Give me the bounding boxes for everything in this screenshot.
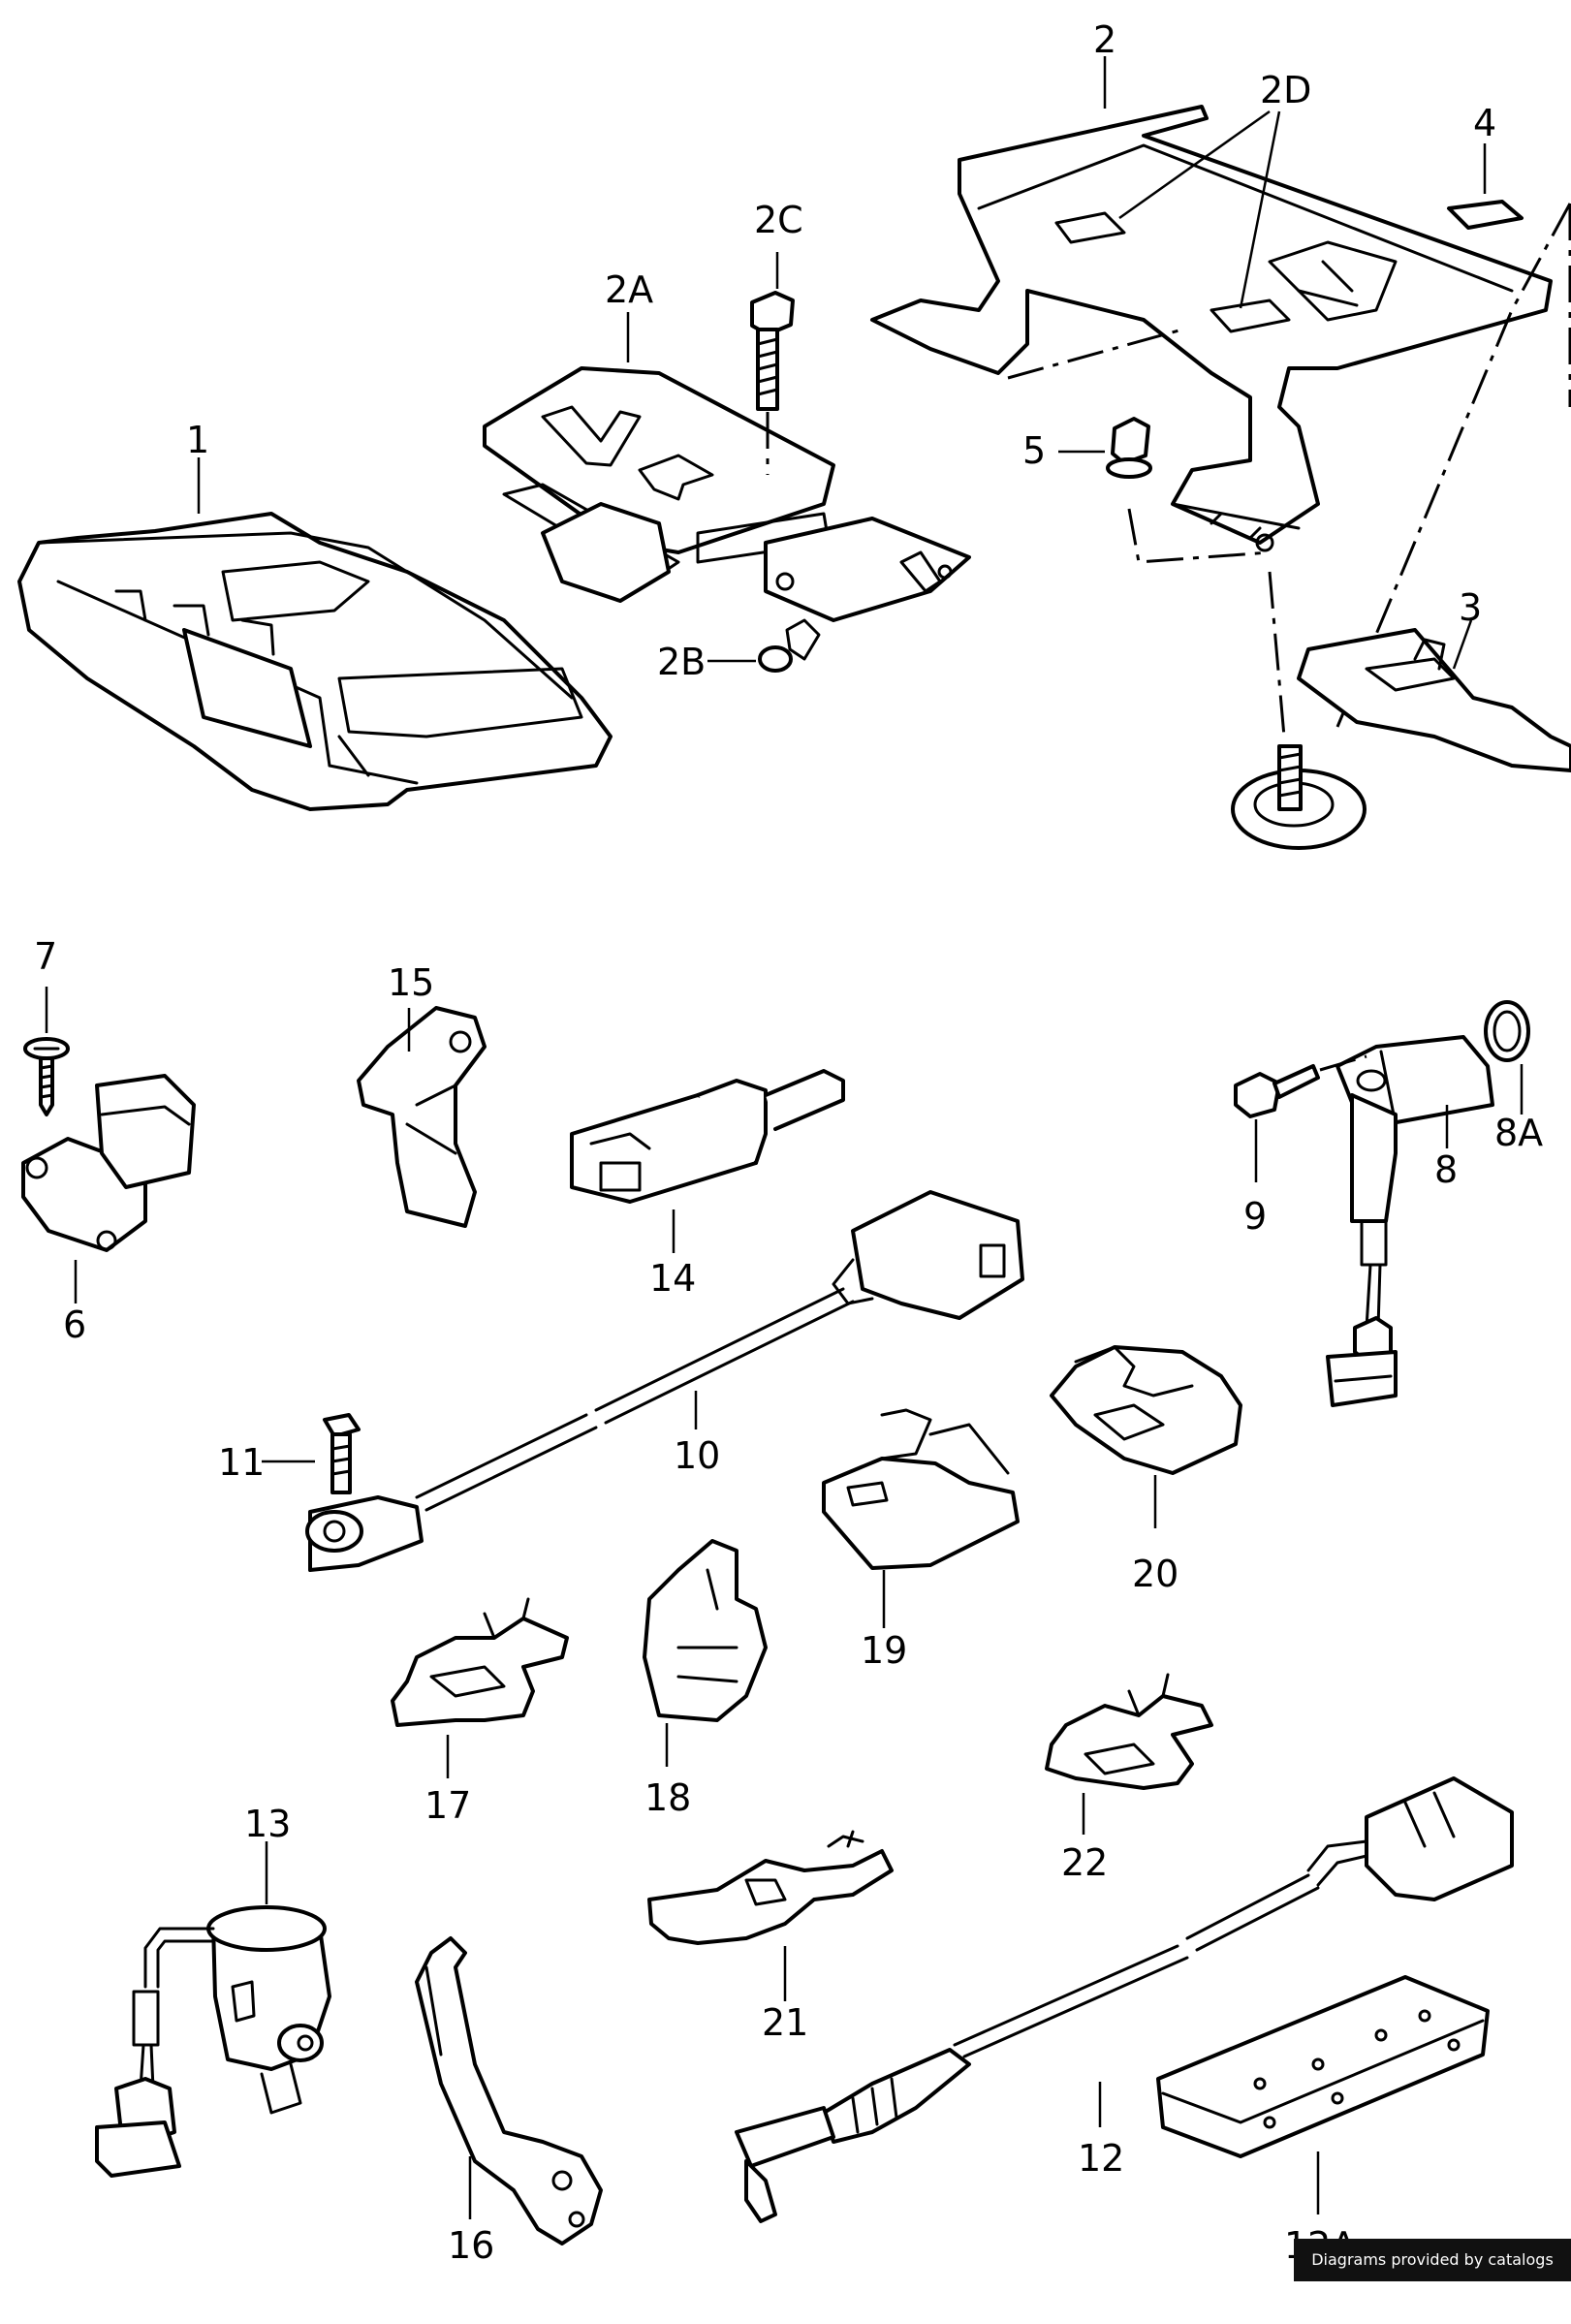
callout-15: 15 <box>388 961 434 1004</box>
callout-20: 20 <box>1132 1553 1178 1595</box>
callout-9: 9 <box>1243 1195 1267 1238</box>
callout-18: 18 <box>644 1776 691 1819</box>
part-8-speed-sensor[interactable] <box>1326 1035 1494 1407</box>
callout-10: 10 <box>674 1434 720 1477</box>
part-21-clip[interactable] <box>647 1830 894 1945</box>
callout-21: 21 <box>762 2001 808 2044</box>
part-19-clip[interactable] <box>822 1408 1020 1570</box>
callout-16: 16 <box>448 2224 494 2267</box>
callout-3: 3 <box>1459 586 1482 629</box>
callout-6: 6 <box>63 1303 86 1346</box>
part-20-clip[interactable] <box>1050 1345 1242 1475</box>
callout-19: 19 <box>861 1629 907 1672</box>
part-2-mounting-tray[interactable] <box>870 105 1553 552</box>
part-2c-bolt[interactable] <box>750 291 795 411</box>
part-1-control-unit[interactable] <box>17 512 613 811</box>
part-5-nut[interactable] <box>1106 417 1152 479</box>
callout-22: 22 <box>1061 1841 1108 1884</box>
callout-14: 14 <box>649 1257 696 1300</box>
callout-2a: 2A <box>605 268 653 311</box>
leader-3 <box>1452 619 1473 670</box>
part-9-bolt[interactable] <box>1234 1054 1367 1118</box>
part-22-clip[interactable] <box>1045 1673 1213 1790</box>
callout-2c: 2C <box>754 199 803 241</box>
dashed-guide-5 <box>1268 571 1286 738</box>
part-3-clip[interactable] <box>1297 628 1571 772</box>
leader-2d-b <box>1239 110 1281 309</box>
callout-5: 5 <box>1022 429 1046 472</box>
callout-2d: 2D <box>1260 69 1311 111</box>
part-16-bracket[interactable] <box>415 1936 603 2245</box>
callout-2b: 2B <box>657 641 706 683</box>
dashed-guide-1 <box>1007 328 1183 380</box>
part-13-solenoid-valve[interactable] <box>95 1905 331 2178</box>
part-17-clip[interactable] <box>391 1597 569 1727</box>
part-12-oxygen-sensor[interactable] <box>735 1776 1514 2223</box>
part-2a-bracket[interactable] <box>483 366 971 622</box>
callout-17: 17 <box>424 1784 471 1827</box>
callout-8a: 8A <box>1494 1112 1543 1154</box>
part-12a-plate[interactable] <box>1156 1975 1490 2158</box>
callout-8: 8 <box>1434 1148 1458 1191</box>
callout-11: 11 <box>218 1441 265 1484</box>
callout-12: 12 <box>1078 2137 1124 2180</box>
footer-credit: Diagrams provided by catalogs parts <box>1294 2239 1571 2311</box>
callout-7: 7 <box>34 935 57 978</box>
callout-13: 13 <box>244 1803 291 1845</box>
part-18-clip[interactable] <box>643 1539 768 1722</box>
part-15-bracket[interactable] <box>357 1006 487 1228</box>
leader-2d-a <box>1118 110 1271 220</box>
part-14-switch[interactable] <box>570 1069 845 1204</box>
part-10-knock-sensor[interactable] <box>305 1190 1024 1572</box>
callout-1: 1 <box>186 419 209 461</box>
callout-2: 2 <box>1093 18 1116 61</box>
dashed-guide-2 <box>1335 203 1571 728</box>
part-11-bolt[interactable] <box>323 1413 361 1494</box>
callout-4: 4 <box>1473 102 1496 144</box>
part-6-sensor[interactable] <box>21 1074 196 1252</box>
dashed-guide-4 <box>1127 508 1271 564</box>
part-8a-o-ring[interactable] <box>1484 1000 1530 1062</box>
part-3-stud-base <box>1231 744 1367 850</box>
part-4-pad[interactable] <box>1447 200 1524 230</box>
part-2b-nut[interactable] <box>758 618 821 673</box>
part-7-screw[interactable] <box>23 1037 70 1116</box>
